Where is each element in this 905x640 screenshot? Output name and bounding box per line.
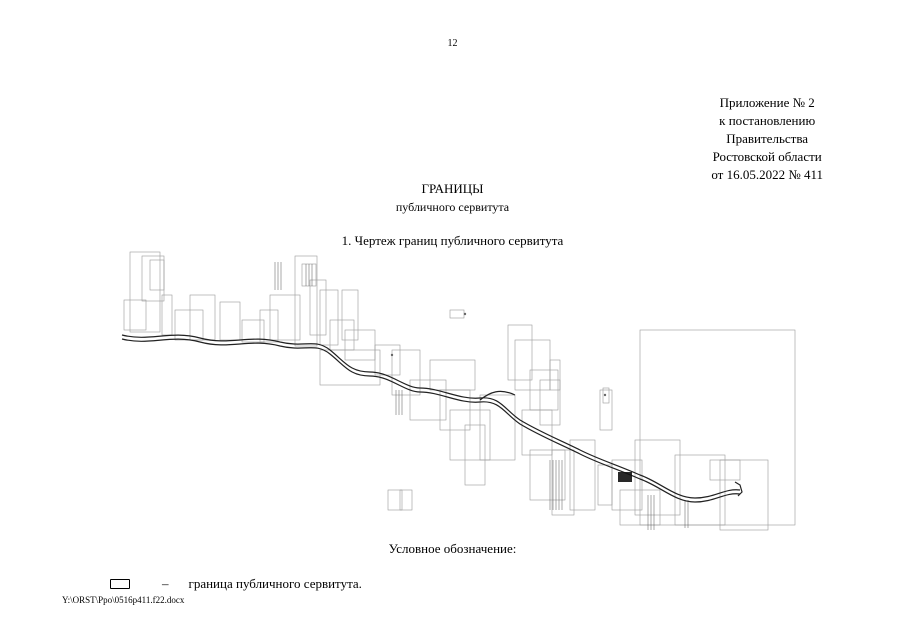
servitude-route (121, 334, 743, 503)
footer-file-path: Y:\ORST\Ppo\0516p411.f22.docx (62, 595, 185, 605)
legend-item: – граница публичного сервитута. (110, 575, 362, 593)
appendix-line: к постановлению (719, 113, 816, 128)
page-number: 12 (447, 38, 458, 49)
appendix-line: Приложение № 2 (719, 95, 815, 110)
legend-dash: – (162, 576, 169, 591)
cadastral-parcels (123, 251, 796, 531)
boundary-drawing (121, 251, 796, 531)
title-sub: публичного сервитута (395, 200, 510, 214)
appendix-line: Ростовской области (712, 149, 822, 164)
route-dense-segment (618, 472, 632, 482)
hatched-parcels (274, 262, 689, 530)
legend-heading: Условное обозначение: (388, 541, 517, 556)
document-title: ГРАНИЦЫ публичного сервитута (0, 180, 905, 216)
appendix-line: от 16.05.2022 № 411 (711, 167, 823, 182)
parcel-markers (390, 312, 607, 397)
legend-item-label: граница публичного сервитута. (188, 576, 362, 591)
appendix-block: Приложение № 2 к постановлению Правитель… (711, 94, 823, 184)
appendix-line: Правительства (726, 131, 809, 146)
title-main: ГРАНИЦЫ (421, 181, 484, 196)
section-heading: 1. Чертеж границ публичного сервитута (341, 233, 564, 248)
boundary-swatch-icon (110, 579, 130, 589)
